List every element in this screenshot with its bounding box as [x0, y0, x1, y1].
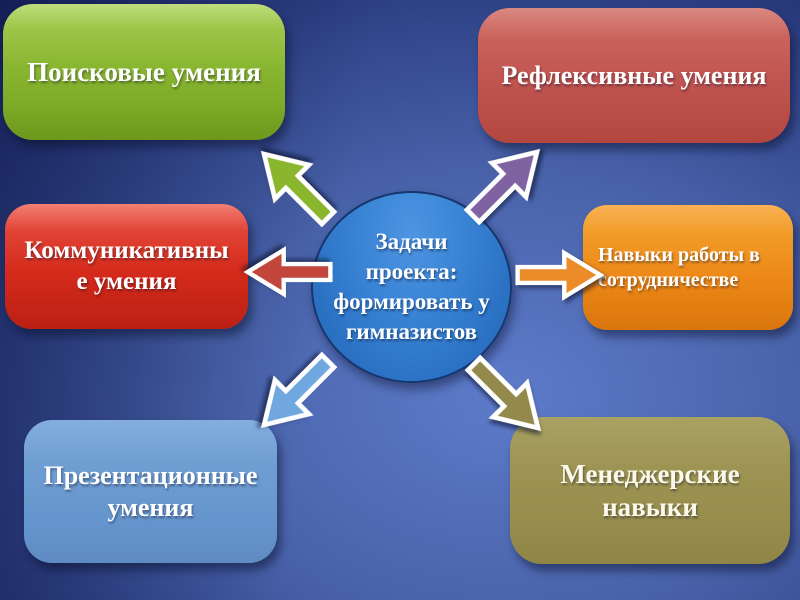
node-search-skills-label: Поисковые умения	[27, 56, 261, 87]
node-collaboration-skills-label: Навыки работы в сотрудничестве	[598, 244, 760, 291]
node-reflexive-skills-label: Рефлексивные умения	[501, 60, 767, 90]
up-left-arrow-icon	[260, 150, 338, 228]
node-collaboration-skills: Навыки работы в сотрудничестве	[583, 205, 793, 330]
down-left-arrow-icon	[260, 351, 338, 429]
node-reflexive-skills: Рефлексивные умения	[478, 8, 790, 143]
node-managerial-skills-label: Менеджерские навыки	[560, 458, 740, 522]
left-arrow-icon	[243, 246, 333, 298]
node-communicative-skills: Коммуникативны е умения	[5, 204, 248, 329]
node-presentation-skills-label: Презентационные умения	[43, 460, 258, 522]
center-ellipse-label: Задачи проекта: формировать у гимназисто…	[333, 229, 490, 344]
up-right-arrow-icon	[463, 148, 541, 226]
node-communicative-skills-label: Коммуникативны е умения	[24, 237, 229, 295]
node-managerial-skills: Менеджерские навыки	[510, 417, 790, 564]
node-search-skills: Поисковые умения	[3, 4, 285, 140]
down-right-arrow-icon	[464, 354, 542, 432]
node-presentation-skills: Презентационные умения	[24, 420, 277, 563]
right-arrow-icon	[515, 249, 605, 301]
